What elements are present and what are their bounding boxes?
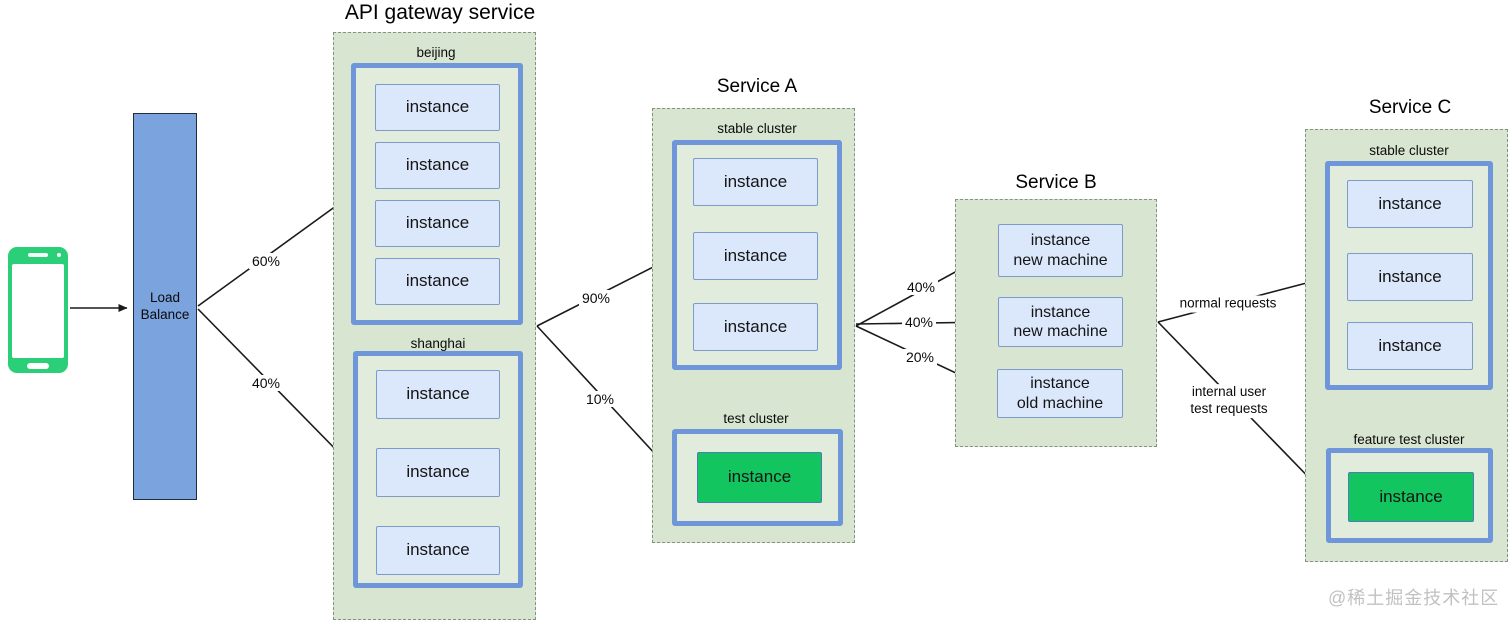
phone-screen [12, 264, 64, 358]
smartphone-icon [8, 247, 68, 373]
edge-label-10: 10% [582, 391, 618, 407]
shanghai-cluster-label: shanghai [410, 336, 466, 351]
service-a-instance: instance [693, 232, 818, 280]
beijing-cluster-label: beijing [416, 45, 456, 60]
service-a-title: Service A [716, 76, 798, 97]
phone-home-button [27, 363, 49, 369]
service-c-stable-label: stable cluster [1369, 143, 1449, 158]
edge-label-20: 20% [902, 349, 938, 365]
shanghai-instance: instance [376, 370, 500, 419]
service-c-title: Service C [1368, 97, 1452, 118]
service-c-feature-test-label: feature test cluster [1353, 432, 1465, 447]
service-b-instance-line2: old machine [1016, 394, 1104, 412]
beijing-instance: instance [375, 200, 500, 247]
service-c-instance: instance [1347, 322, 1473, 370]
beijing-instance: instance [375, 258, 500, 305]
phone-speaker [28, 253, 48, 257]
phone-camera-dot [57, 253, 61, 257]
api-gateway-title: API gateway service [344, 1, 536, 24]
shanghai-instance: instance [376, 448, 500, 497]
service-c-instance: instance [1347, 253, 1473, 301]
service-b-instance: instance new machine [998, 224, 1123, 277]
service-b-instance-line2: new machine [1013, 323, 1108, 340]
service-c-instance: instance [1347, 180, 1473, 228]
load-balancer-label: Load Balance [140, 289, 190, 322]
edge-label-normal-requests: normal requests [1176, 295, 1280, 313]
edge-label-internal-test-requests: internal user test requests [1187, 384, 1271, 418]
service-a-instance: instance [693, 303, 818, 351]
edge-label-internal-line1: internal user [1191, 384, 1267, 400]
service-b-title: Service B [1015, 172, 1097, 193]
load-balancer-node: Load Balance [133, 113, 197, 500]
service-b-instance-line1: instance [1030, 303, 1091, 321]
service-b-instance-line1: instance [1030, 232, 1091, 250]
edge-label-internal-line2: test requests [1190, 401, 1268, 416]
edge-label-40: 40% [248, 375, 284, 391]
service-b-instance-line2: new machine [1013, 251, 1108, 269]
service-a-test-label: test cluster [723, 411, 789, 426]
beijing-instance: instance [375, 142, 500, 189]
service-a-stable-label: stable cluster [717, 121, 797, 136]
edge-label-40-top: 40% [903, 279, 939, 295]
edge-label-90: 90% [578, 290, 614, 306]
shanghai-instance: instance [376, 526, 500, 575]
service-b-instance: instance new machine [998, 297, 1123, 347]
service-b-instance-line1: instance [1030, 375, 1090, 393]
beijing-instance: instance [375, 84, 500, 131]
service-b-instance: instance old machine [997, 369, 1123, 418]
service-a-instance: instance [693, 158, 818, 206]
service-c-test-instance: instance [1348, 472, 1474, 522]
edge-label-40-mid: 40% [901, 314, 937, 330]
service-a-test-instance: instance [697, 452, 822, 503]
edge-label-60: 60% [248, 253, 284, 269]
watermark: @稀土掘金技术社区 [1328, 588, 1500, 608]
